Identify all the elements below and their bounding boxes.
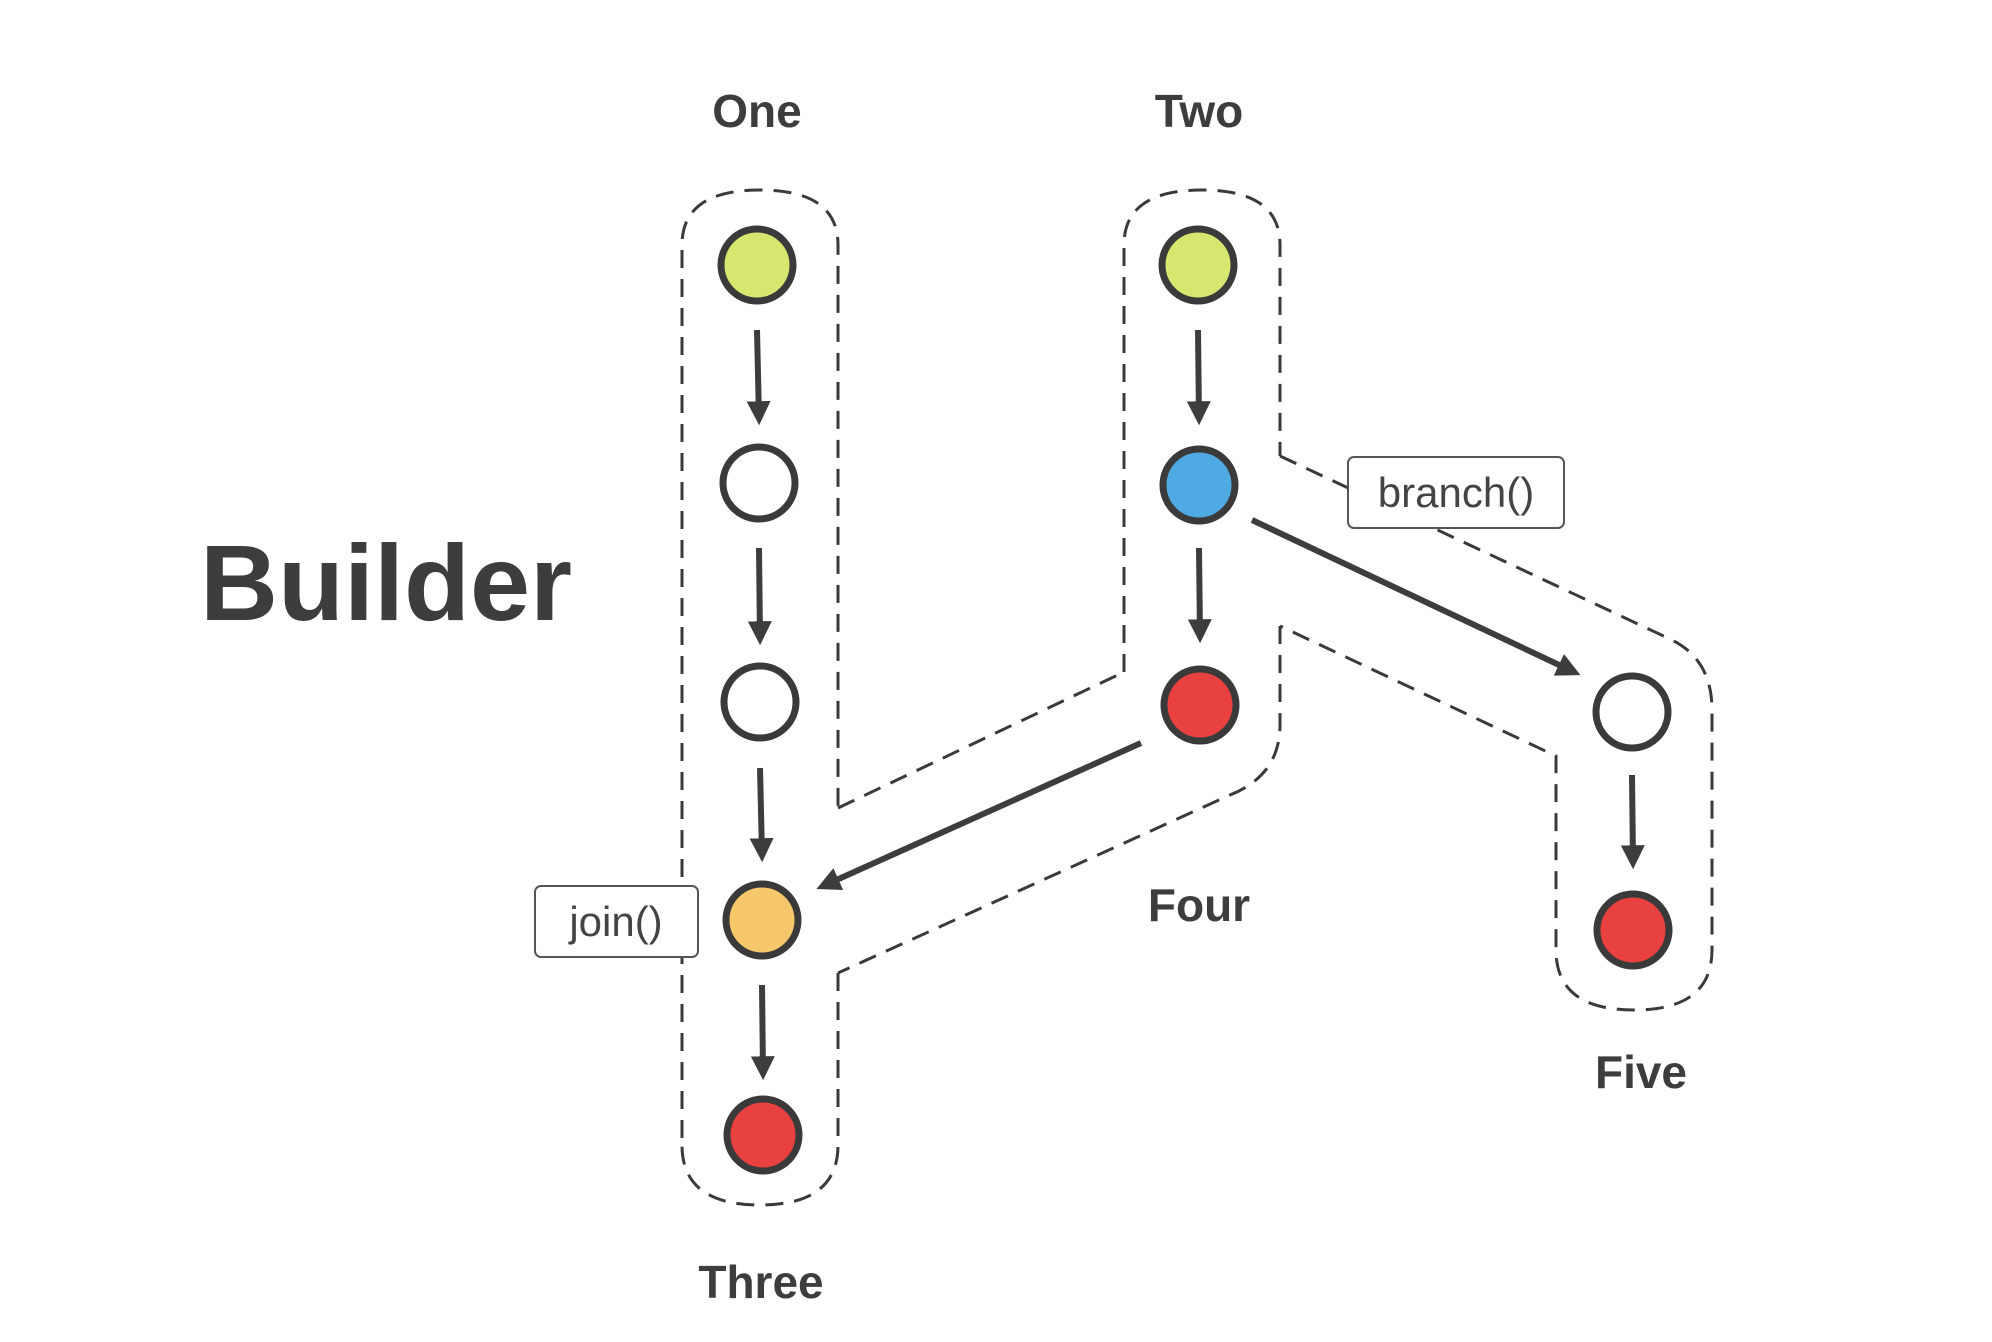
edge-branch-to-four-end — [1187, 547, 1212, 644]
node-one-2 — [719, 443, 799, 523]
join-label-box — [534, 885, 699, 958]
diagram-title: Builder — [200, 522, 572, 643]
lane-label-three: Three — [698, 1256, 823, 1308]
lane-label-five: Five — [1595, 1046, 1687, 1098]
lane-label-one: One — [712, 85, 801, 137]
node-five-1 — [1592, 672, 1672, 752]
nodes — [717, 225, 1673, 1175]
edge-four-end-to-join — [816, 740, 1143, 891]
lane-boundary-two-four — [837, 188, 1282, 975]
branch-label-box — [1347, 456, 1565, 529]
lane-label-four: Four — [1148, 879, 1250, 931]
edge-one-2-to-one-3 — [747, 547, 772, 646]
edge-branch-to-five-1 — [1250, 517, 1581, 676]
edges — [746, 329, 1645, 1081]
edge-two-1-to-branch — [1186, 329, 1211, 426]
edge-join-to-three-end — [750, 984, 775, 1081]
node-one-3 — [720, 662, 800, 742]
lane-boundary-one-three — [680, 188, 840, 1207]
node-one-1 — [717, 225, 797, 305]
edge-five-1-to-five-end — [1620, 774, 1645, 870]
edge-one-1-to-one-2 — [746, 329, 771, 426]
lane-label-two: Two — [1155, 85, 1244, 137]
lane-boundary-five — [1279, 454, 1714, 1012]
node-five-end — [1593, 890, 1673, 970]
node-branch — [1159, 445, 1239, 525]
join-operation-label: join() — [534, 885, 699, 958]
join-label-text: join() — [567, 898, 662, 945]
node-four-end — [1160, 665, 1240, 745]
branch-label-text: branch() — [1378, 469, 1534, 516]
edge-one-3-to-join — [749, 767, 774, 863]
node-join — [722, 880, 802, 960]
node-three-end — [723, 1095, 803, 1175]
node-two-1 — [1158, 225, 1238, 305]
branch-operation-label: branch() — [1347, 456, 1565, 529]
